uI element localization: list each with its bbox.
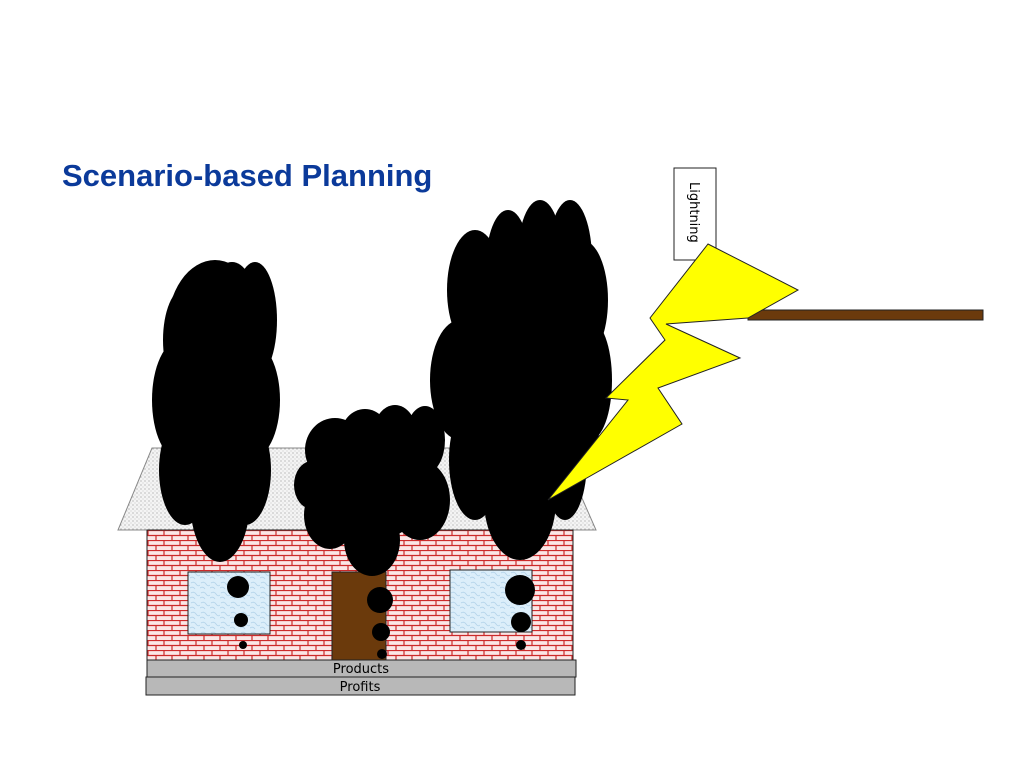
- profits-label: Profits: [340, 680, 381, 695]
- slide-title: Scenario-based Planning: [62, 158, 433, 193]
- lightning-rod: [747, 309, 984, 321]
- products-label: Products: [333, 662, 389, 677]
- smoke-plume-middle: [294, 405, 450, 659]
- smoke-plume-left: [152, 260, 280, 649]
- smoke-plume-right: [430, 200, 612, 650]
- lightning-bolt: [547, 243, 800, 501]
- door: [331, 571, 387, 661]
- profits-foundation: [145, 676, 576, 696]
- lightning-label: Lightning: [686, 182, 701, 243]
